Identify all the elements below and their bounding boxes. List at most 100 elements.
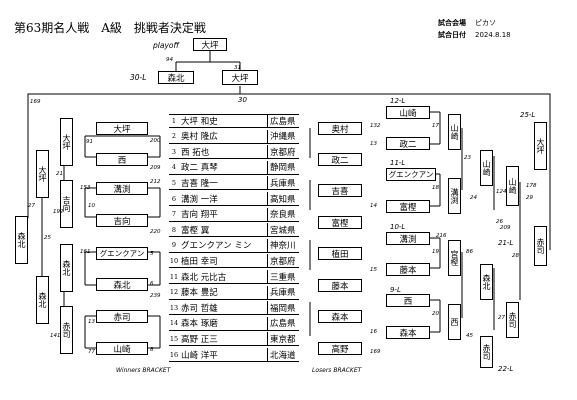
player-number: 1 xyxy=(171,116,177,125)
player-name: 赤司 哲雄 xyxy=(181,303,218,314)
l-tag: 21-L xyxy=(498,239,514,247)
l3-4: 西 xyxy=(448,304,461,340)
player-prefecture: 福岡県 xyxy=(267,301,299,315)
player-prefecture: 京都府 xyxy=(267,145,299,159)
w-score: 13 xyxy=(88,319,95,325)
player-name: 西 拓也 xyxy=(181,147,210,158)
l1-2: 政二 xyxy=(318,153,362,166)
player-prefecture: 三重県 xyxy=(267,270,299,283)
l-score: 17 xyxy=(432,123,439,129)
l-score: 13 xyxy=(370,141,377,147)
player-number: 7 xyxy=(171,210,177,219)
player-name: 高野 正三 xyxy=(181,334,218,345)
l-tag: 9-L xyxy=(390,286,401,294)
l-score: 27 xyxy=(498,315,505,321)
w-score: 209 xyxy=(150,165,161,171)
w-r4: 森北 xyxy=(15,216,28,264)
w-score: 169 xyxy=(30,99,41,105)
w-score: 8 xyxy=(150,347,154,353)
winners-bracket-label: Winners BRACKET xyxy=(116,367,171,374)
playoff-winner: 大坪 xyxy=(193,38,227,51)
l-score: 18 xyxy=(432,185,439,191)
w-r1-7: 赤司 xyxy=(96,310,148,323)
l1-1: 奥村 xyxy=(318,122,362,135)
w-r1-5: グエンクアン xyxy=(96,247,148,260)
l4-2: 森北 xyxy=(480,264,493,300)
l-score: 23 xyxy=(464,155,471,161)
player-prefecture: 高知県 xyxy=(267,192,299,205)
player-name: 政二 真琴 xyxy=(181,163,218,174)
l2-2: 政二 xyxy=(386,137,430,150)
w-r2-4: 赤司 xyxy=(60,306,73,354)
w-score: 200 xyxy=(150,138,161,144)
player-name: 吉喜 隆一 xyxy=(181,178,218,189)
player-number: 12 xyxy=(169,288,179,297)
player-prefecture: 広島県 xyxy=(267,114,299,127)
l-tag: 22-L xyxy=(498,365,514,373)
w-r1-2: 西 xyxy=(96,153,148,166)
player-number: 14 xyxy=(169,319,179,328)
player-number: 11 xyxy=(169,272,179,281)
player-prefecture: 北海道 xyxy=(267,348,299,361)
player-number: 2 xyxy=(171,132,177,141)
playoff-left-tag: 30-L xyxy=(130,73,147,82)
l2-3: グエンクアン xyxy=(386,168,436,181)
l-score: 86 xyxy=(466,249,473,255)
player-prefecture: 東京都 xyxy=(267,332,299,346)
l1-3: 吉喜 xyxy=(318,184,362,197)
table-top-rule xyxy=(169,114,299,115)
venue-label: 試合会場 xyxy=(438,19,466,27)
w-r1-8: 山崎 xyxy=(96,342,148,355)
l3-3: 宮樫 xyxy=(448,240,461,276)
l-score: 178 xyxy=(526,183,537,189)
player-number: 15 xyxy=(169,334,179,343)
l-score: 14 xyxy=(370,203,377,209)
l-score: 209 xyxy=(500,225,511,231)
w-score: 161 xyxy=(80,249,91,255)
l-tag: 25-L xyxy=(520,111,536,119)
l3-2: 溝渕 xyxy=(448,178,461,214)
w-r1-3: 溝渕 xyxy=(96,182,148,195)
w-r3-2: 森北 xyxy=(36,276,49,324)
playoff-right-player: 大坪 xyxy=(222,70,258,85)
date-label: 試合日付 xyxy=(438,31,466,39)
player-number: 8 xyxy=(171,225,177,234)
l1-6: 藤本 xyxy=(318,279,362,292)
player-prefecture: 神奈川 xyxy=(267,238,299,252)
l-score: 45 xyxy=(466,333,473,339)
playoff-left-player: 森北 xyxy=(158,71,194,84)
l5: 大坪 xyxy=(534,122,547,170)
w-score: 5 xyxy=(150,251,154,257)
l-score: 124 xyxy=(496,189,507,195)
losers-bracket-label: Losers BRACKET xyxy=(312,367,362,374)
w-score: 27 xyxy=(28,203,35,209)
player-number: 4 xyxy=(171,163,177,172)
venue-value: ピカソ xyxy=(475,19,496,27)
player-prefecture: 奈良県 xyxy=(267,207,299,221)
w-r2-1: 大坪 xyxy=(60,118,73,166)
l6-3: 赤司 xyxy=(480,336,493,368)
l1-4: 富樫 xyxy=(318,216,362,229)
player-name: 奥村 隆広 xyxy=(181,132,218,143)
l-score: 24 xyxy=(470,195,477,201)
l-score: 15 xyxy=(370,267,377,273)
l4-extra: 山崎 xyxy=(506,166,519,206)
date-value: 2024.8.18 xyxy=(475,31,511,39)
w-score: 25 xyxy=(44,235,51,241)
playoff-left-score: 94 xyxy=(166,57,173,63)
w-score: 141 xyxy=(50,333,61,339)
player-number: 13 xyxy=(169,303,179,312)
player-name: 溝渕 一洋 xyxy=(181,194,218,205)
l4-1: 山崎 xyxy=(480,150,493,186)
w-score: 212 xyxy=(150,179,161,185)
l-score: 19 xyxy=(432,249,439,255)
l-score: 28 xyxy=(512,253,519,259)
